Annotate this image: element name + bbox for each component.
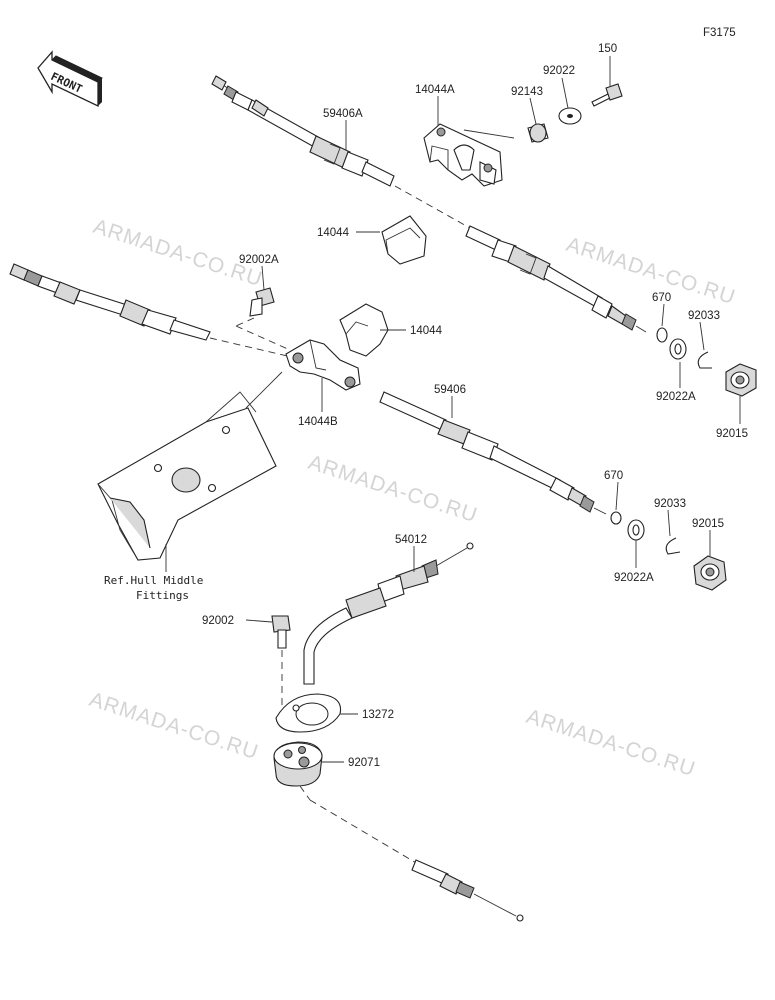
ref-note-line2: Fittings [136, 589, 189, 602]
label-92033-top: 92033 [688, 310, 720, 322]
label-92002: 92002 [202, 615, 234, 627]
leader-lines [165, 56, 741, 763]
label-14044-mid: 14044 [410, 325, 443, 337]
clip-14044-mid [339, 303, 389, 357]
o-ring-670-bottom [610, 511, 622, 525]
watermark: ARMADA-CO.RU [86, 688, 261, 764]
label-92022A-top: 92022A [656, 391, 696, 403]
label-54012: 54012 [395, 534, 427, 546]
o-ring-670-top [656, 327, 668, 343]
cable-54012 [303, 542, 474, 685]
label-92022: 92022 [543, 65, 575, 77]
clip-14044-top [381, 215, 427, 265]
cable-59406 [9, 263, 607, 515]
label-13272: 13272 [362, 709, 394, 721]
clip-92033-top [697, 351, 712, 369]
washer-92022A-bottom [627, 519, 645, 541]
label-14044B: 14044B [298, 416, 338, 428]
watermark: ARMADA-CO.RU [305, 451, 480, 527]
label-92002A: 92002A [239, 254, 279, 266]
bolt-92002 [271, 615, 291, 712]
label-92071: 92071 [348, 757, 380, 769]
label-92022A-bottom: 92022A [614, 572, 654, 584]
washer-92022A-top [669, 338, 687, 360]
grommet-92071 [273, 741, 419, 865]
label-14044A: 14044A [415, 84, 455, 96]
collar-92143 [527, 123, 549, 143]
bolt-92002A [235, 287, 291, 351]
label-59406A: 59406A [323, 108, 363, 120]
cable-end-bottom [411, 859, 524, 922]
figure-code: F3175 [703, 27, 736, 39]
label-92033-bottom: 92033 [654, 498, 686, 510]
label-92143: 92143 [511, 86, 543, 98]
label-14044-top: 14044 [317, 227, 350, 239]
clip-92033-bottom [665, 537, 681, 555]
watermark: ARMADA-CO.RU [523, 705, 698, 781]
label-92015-top: 92015 [716, 428, 748, 440]
bracket-14044B [285, 339, 361, 391]
washer-92022 [558, 107, 582, 125]
label-670-bottom: 670 [604, 470, 623, 482]
hull-middle-fittings [97, 371, 283, 561]
bolt-150 [591, 83, 623, 107]
plate-13272 [275, 693, 342, 733]
label-59406: 59406 [434, 384, 466, 396]
label-92015-bottom: 92015 [692, 518, 724, 530]
label-150: 150 [598, 43, 617, 55]
nut-92015-bottom [693, 555, 727, 591]
label-670-top: 670 [652, 292, 671, 304]
nut-92015-top [725, 363, 757, 397]
cable-59406A [211, 75, 647, 333]
bracket-14044A [423, 123, 503, 187]
ref-note-line1: Ref.Hull Middle [104, 574, 203, 587]
front-arrow-icon: FRONT [37, 50, 103, 108]
